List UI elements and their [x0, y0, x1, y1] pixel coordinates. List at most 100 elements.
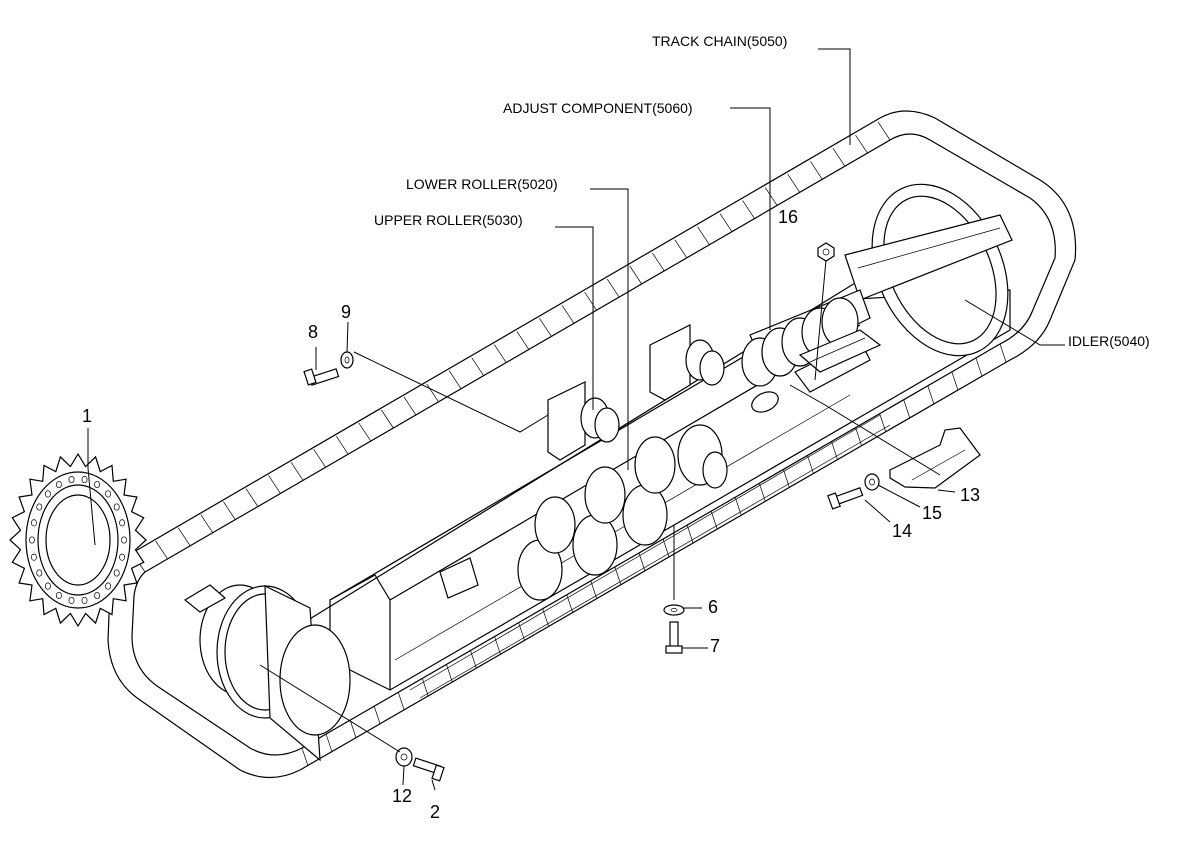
track-shoe-line	[381, 409, 394, 429]
sprocket-bolt-hole	[68, 596, 75, 604]
track-guard	[798, 329, 882, 373]
bracket-13	[889, 427, 981, 489]
sprocket-bolt-hole	[119, 553, 126, 561]
sprocket-bolt-hole	[55, 591, 62, 600]
sprocket-bolt-hole	[113, 569, 120, 577]
track-shoe-line	[584, 291, 597, 311]
label-idler: IDLER(5040)	[1068, 333, 1150, 349]
track-shoe-line	[697, 226, 710, 245]
track-shoe-line	[855, 134, 868, 154]
sprocket-bolt-hole	[105, 582, 112, 590]
track-shoe-lines	[132, 121, 1007, 767]
track-shoe-line	[397, 692, 405, 711]
track-shoe-line	[810, 161, 823, 180]
track-shoe-line	[734, 497, 742, 516]
label-track-chain: TRACK CHAIN(5050)	[652, 33, 788, 49]
track-shoe-line	[686, 524, 694, 544]
track-shoe-line	[903, 399, 911, 418]
track-shoe-line	[652, 252, 665, 272]
sprocket-bolt-hole	[36, 569, 43, 577]
track-shoe-line	[951, 371, 959, 390]
track-shoe-line	[561, 305, 575, 324]
label-lower-roller: LOWER ROLLER(5020)	[406, 176, 558, 192]
sprocket-bolt-hole	[68, 476, 75, 484]
callout-2: 2	[430, 802, 441, 822]
track-shoe-line	[832, 147, 846, 167]
lower-rollers	[439, 424, 728, 601]
callout-13: 13	[960, 485, 981, 505]
track-chain	[107, 110, 1077, 779]
callout-9: 9	[341, 302, 352, 322]
adjust-component	[741, 289, 871, 413]
bolt-2	[412, 757, 445, 782]
track-shoe-line	[200, 514, 214, 533]
track-shoe-line	[787, 174, 800, 193]
callout-8: 8	[308, 322, 319, 342]
track-shoe-line	[290, 462, 304, 481]
track-shoe-line	[719, 213, 733, 232]
callout-6: 6	[708, 597, 719, 617]
track-shoe-line	[764, 187, 778, 206]
track-shoe-line	[999, 343, 1007, 363]
track-shoe-line	[742, 200, 755, 219]
sprocket-bolt-hole	[119, 519, 126, 527]
bolt-7	[665, 621, 683, 654]
sprocket-bolt-hole	[113, 503, 120, 511]
travel-motor	[183, 584, 351, 762]
label-adjust-component: ADJUST COMPONENT(5060)	[503, 100, 693, 116]
track-shoe-line	[975, 357, 983, 377]
sprocket-bolt-hole	[81, 596, 88, 604]
track-shoe-line	[373, 706, 381, 725]
track-shoe-line	[358, 422, 372, 442]
sprocket-bolt-hole	[94, 480, 101, 489]
track-shoe-line	[783, 469, 790, 488]
sprocket-bolt-hole	[29, 536, 35, 544]
track-shoe-line	[155, 540, 168, 560]
track-shoe-line	[539, 318, 552, 337]
washer-15	[864, 473, 880, 491]
track-shoe-line	[223, 501, 236, 520]
track-shoe-line	[629, 265, 642, 285]
track-shoe-line	[674, 239, 688, 259]
sprocket-bolt-hole	[121, 536, 127, 544]
upper-rollers	[547, 324, 725, 461]
sprocket-bolt-hole	[55, 480, 62, 489]
track-shoe-line	[494, 344, 507, 363]
track-shoe-line	[516, 331, 530, 350]
washer-9	[340, 351, 354, 369]
track-shoe-line	[177, 527, 191, 547]
track-shoe-line	[335, 435, 349, 455]
sprocket-bolt-hole	[105, 490, 112, 498]
sprocket-bolt-hole	[44, 582, 51, 590]
track-shoe-line	[879, 413, 886, 432]
track-shoe-line	[831, 441, 838, 460]
track-shoe-line	[807, 455, 814, 474]
sprocket-bolt-hole	[36, 503, 43, 511]
leader-lines	[87, 48, 1065, 791]
sprocket-bolt-hole	[30, 519, 37, 527]
track-shoe-line	[245, 488, 259, 507]
track-shoe-line	[313, 449, 326, 468]
idler	[844, 183, 1013, 357]
track-shoe-line	[403, 396, 417, 416]
track-shoe-line	[855, 427, 862, 446]
bolt-14	[827, 487, 864, 510]
sprocket-bolt-hole	[44, 490, 51, 498]
callout-12: 12	[392, 786, 413, 806]
track-shoe-line	[426, 383, 439, 403]
track-shoe-line	[349, 720, 357, 739]
track-shoe-line	[877, 121, 891, 141]
label-upper-roller: UPPER ROLLER(5030)	[374, 212, 523, 228]
track-shoe-line	[758, 483, 766, 502]
callout-15: 15	[922, 503, 943, 523]
sprocket-bolt-hole	[81, 476, 88, 484]
track-shoe-line	[268, 475, 281, 494]
track-shoe-line	[606, 278, 620, 298]
bolt-8	[303, 368, 340, 386]
callout-16: 16	[778, 207, 799, 227]
track-shoe-line	[927, 385, 935, 404]
track-shoe-line	[325, 733, 333, 753]
callout-7: 7	[710, 636, 721, 656]
callout-1: 1	[82, 406, 93, 426]
